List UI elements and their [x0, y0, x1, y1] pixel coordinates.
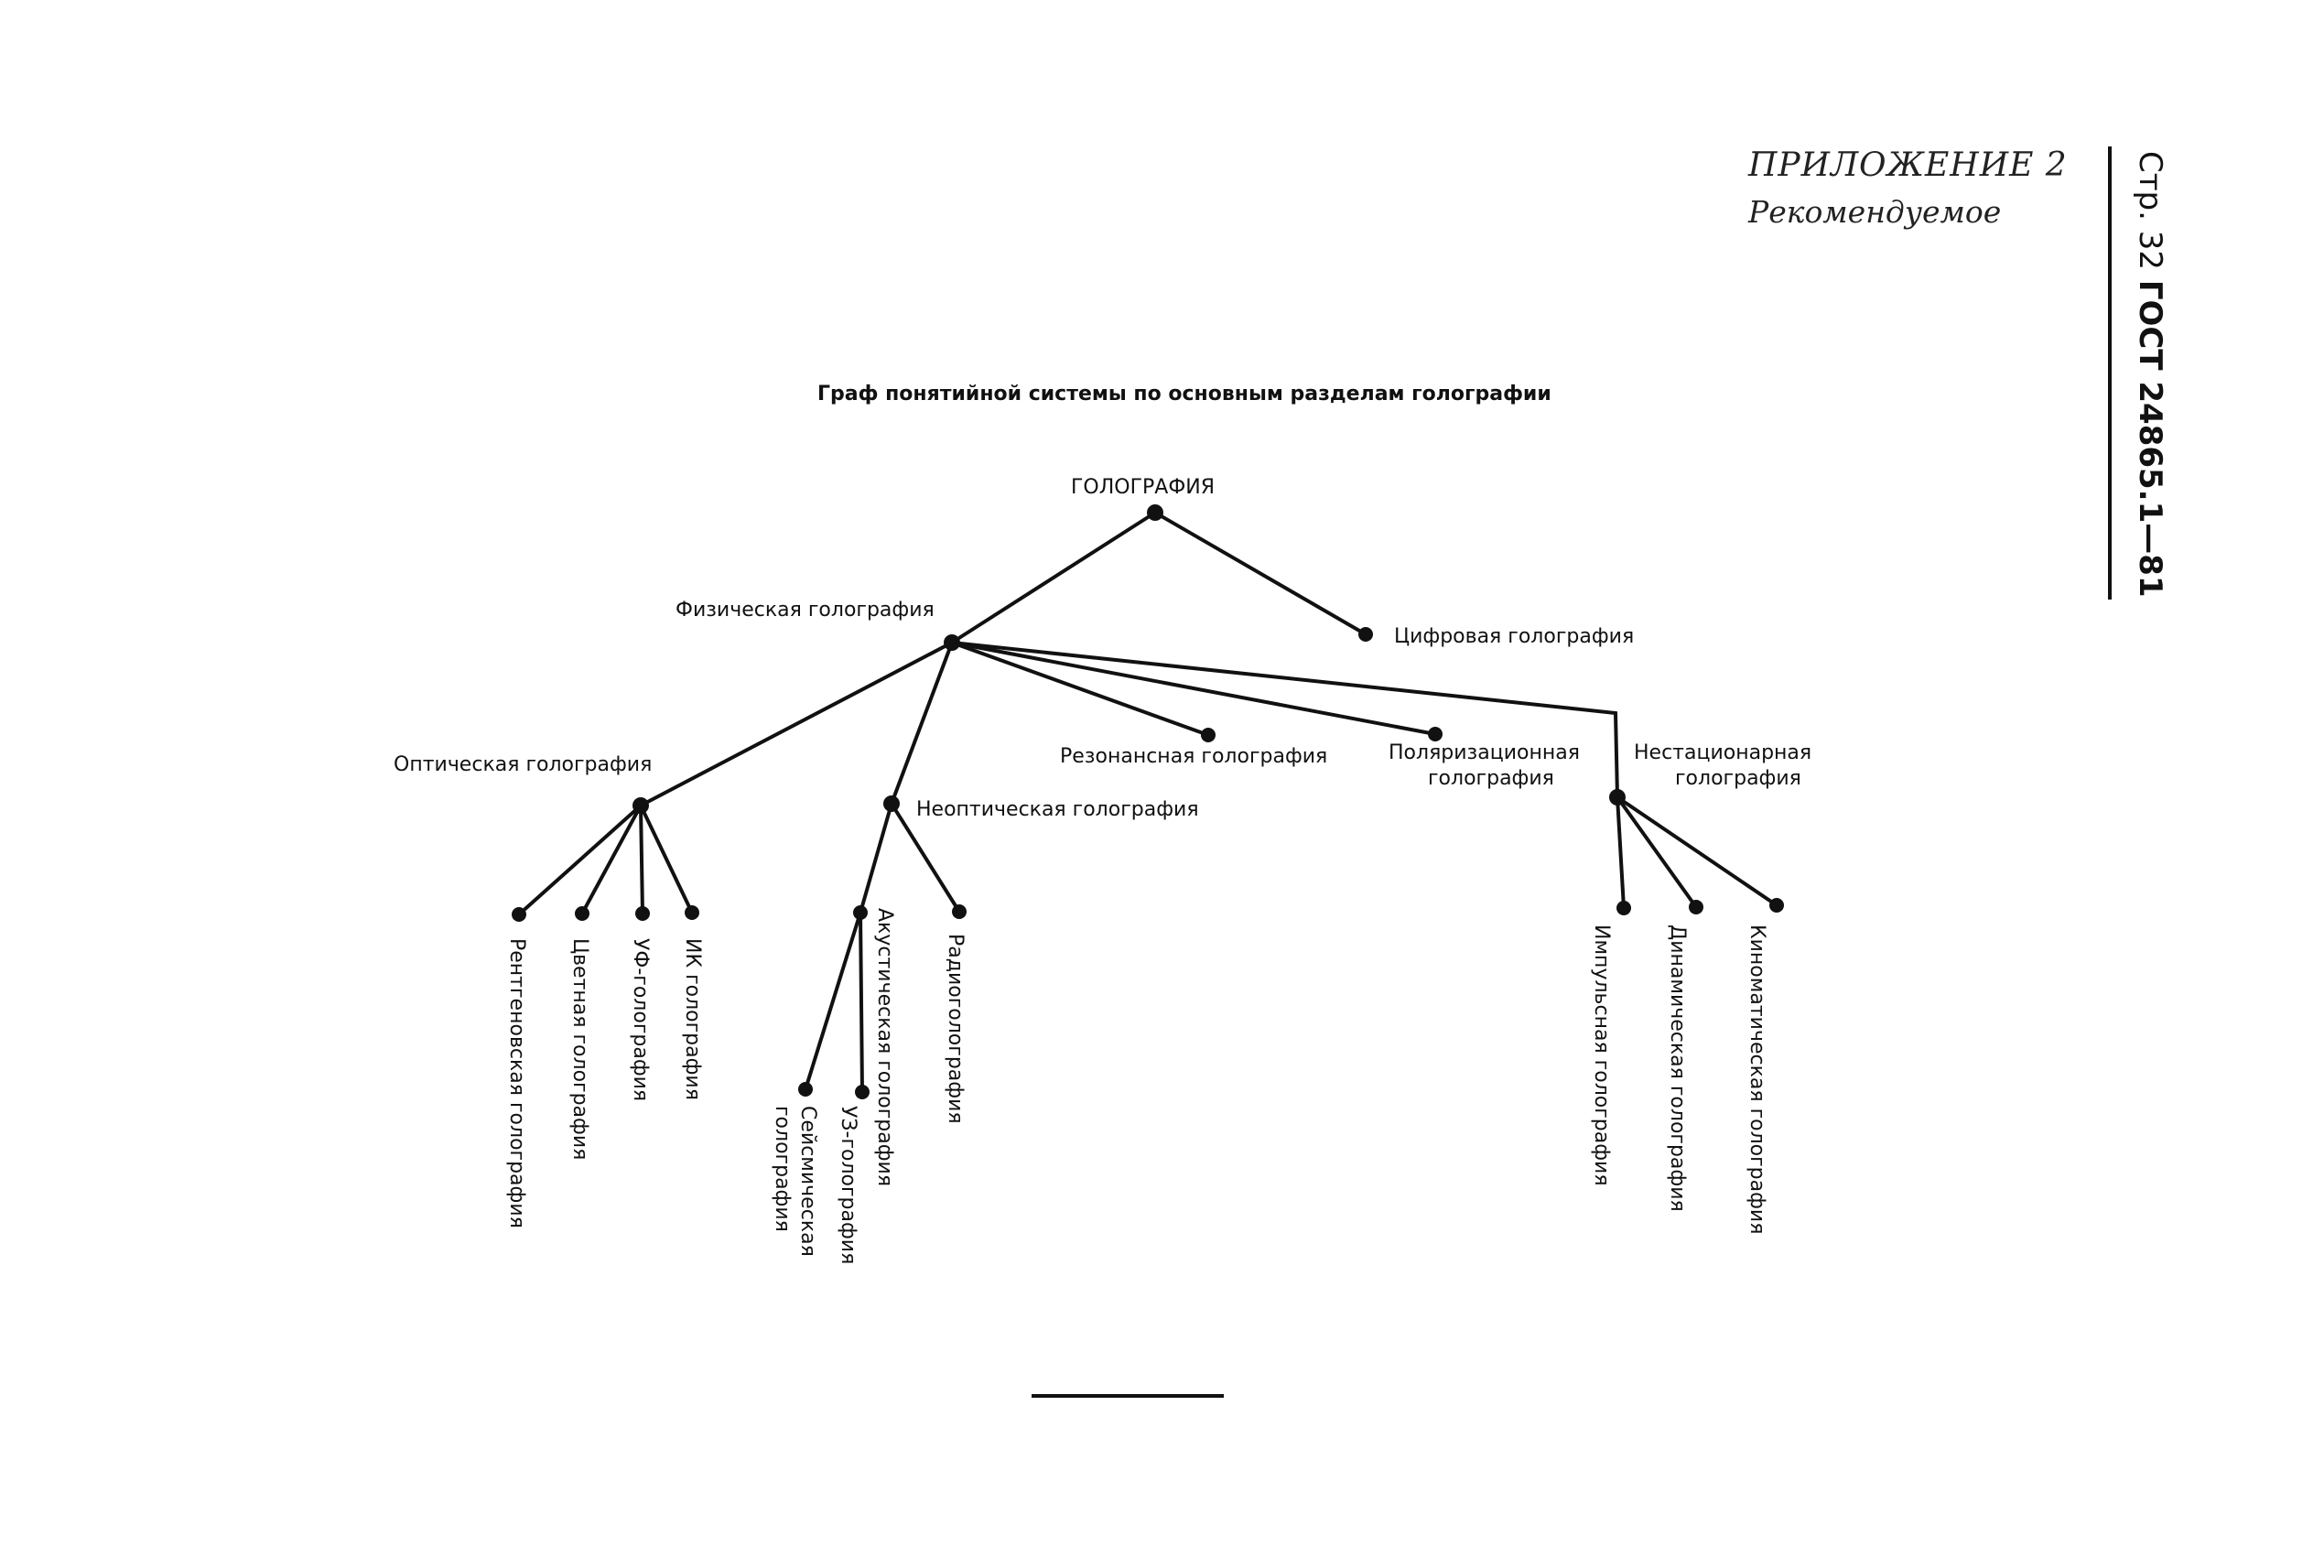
node-nonoptical [883, 795, 900, 812]
edge-nonoptical-acoustic [859, 803, 893, 914]
label-optical: Оптическая голография [394, 753, 652, 776]
label-seismic-line1: Сейсмическая [796, 1106, 819, 1257]
label-nonoptical: Неоптическая голография [916, 798, 1199, 821]
edge-optical-xray [517, 804, 643, 916]
node-color [575, 906, 589, 921]
edge-root-digital [1153, 511, 1367, 636]
node-digital [1358, 627, 1373, 642]
label-pulse: Импульсная голография [1590, 925, 1613, 1186]
label-ultrasound: УЗ-голография [837, 1106, 859, 1264]
end-rule [1032, 1394, 1224, 1398]
node-acoustic [853, 905, 868, 920]
label-xray: Рентгеновская голография [505, 938, 528, 1228]
label-resonance: Резонансная голография [1060, 745, 1327, 768]
node-ir [685, 905, 699, 920]
edge-physical-optical [640, 641, 953, 807]
node-polarization [1428, 727, 1443, 741]
appendix-status: Рекомендуемое [1748, 194, 2002, 230]
node-resonance [1201, 728, 1216, 742]
label-root: ГОЛОГРАФИЯ [1071, 476, 1215, 499]
label-nonstationary-line1: Нестационарная [1634, 741, 1811, 764]
label-radio: Радиоголография [944, 934, 967, 1124]
edge-nonstationary-dynamic [1616, 795, 1698, 909]
node-dynamic [1689, 900, 1703, 914]
edge-physical-nonstationary [951, 641, 1619, 798]
label-uv: УФ-голография [629, 938, 652, 1101]
edge-acoustic-seismic [804, 912, 862, 1090]
node-physical [944, 634, 960, 651]
edge-nonstationary-kinematic [1616, 795, 1778, 907]
label-digital: Цифровая голография [1394, 625, 1634, 648]
edge-root-physical [950, 511, 1157, 644]
node-radio [952, 904, 967, 919]
edge-optical-uv [639, 805, 644, 914]
node-root [1147, 504, 1163, 521]
standard-number: ГОСТ 24865.1—81 [2132, 279, 2168, 598]
node-xray [512, 907, 526, 922]
tree-edges [517, 511, 1778, 1093]
label-seismic-line2: голография [771, 1106, 794, 1232]
node-uv [635, 906, 650, 921]
appendix-title: ПРИЛОЖЕНИЕ 2 [1748, 146, 2068, 184]
tree-nodes [512, 504, 1784, 1099]
node-pulse [1616, 901, 1631, 915]
label-acoustic: Акустическая голография [873, 908, 896, 1186]
label-polarization-line2: голография [1428, 767, 1554, 790]
label-kinematic: Киноматическая голография [1746, 925, 1768, 1234]
edge-acoustic-ultrasound [859, 912, 864, 1093]
label-color: Цветная голография [568, 938, 591, 1160]
label-physical: Физическая голография [676, 599, 935, 622]
edge-nonoptical-radio [890, 802, 961, 914]
tree-labels: ГОЛОГРАФИЯ Физическая голография Цифрова… [394, 476, 1811, 1264]
label-nonstationary-line2: голография [1675, 767, 1801, 790]
edge-optical-color [580, 805, 643, 914]
label-dynamic: Динамическая голография [1666, 925, 1689, 1212]
edge-optical-ir [639, 805, 694, 914]
node-kinematic [1769, 898, 1784, 913]
edge-physical-polarization [951, 641, 1436, 736]
edge-physical-nonoptical [890, 642, 954, 805]
page-header: Стр. 32 ГОСТ 24865.1—81 [2128, 151, 2168, 598]
edge-physical-resonance [951, 641, 1209, 737]
label-polarization-line1: Поляризационная [1389, 741, 1580, 764]
page-number: Стр. 32 [2132, 151, 2168, 271]
header-rule [2108, 146, 2112, 600]
edge-nonstationary-pulse [1616, 796, 1626, 909]
node-seismic [798, 1082, 813, 1097]
label-ir: ИК голография [681, 938, 704, 1100]
node-nonstationary [1609, 789, 1626, 806]
diagram-title: Граф понятийной системы по основным разд… [817, 383, 1551, 406]
node-optical [632, 797, 649, 814]
node-ultrasound [855, 1085, 870, 1099]
